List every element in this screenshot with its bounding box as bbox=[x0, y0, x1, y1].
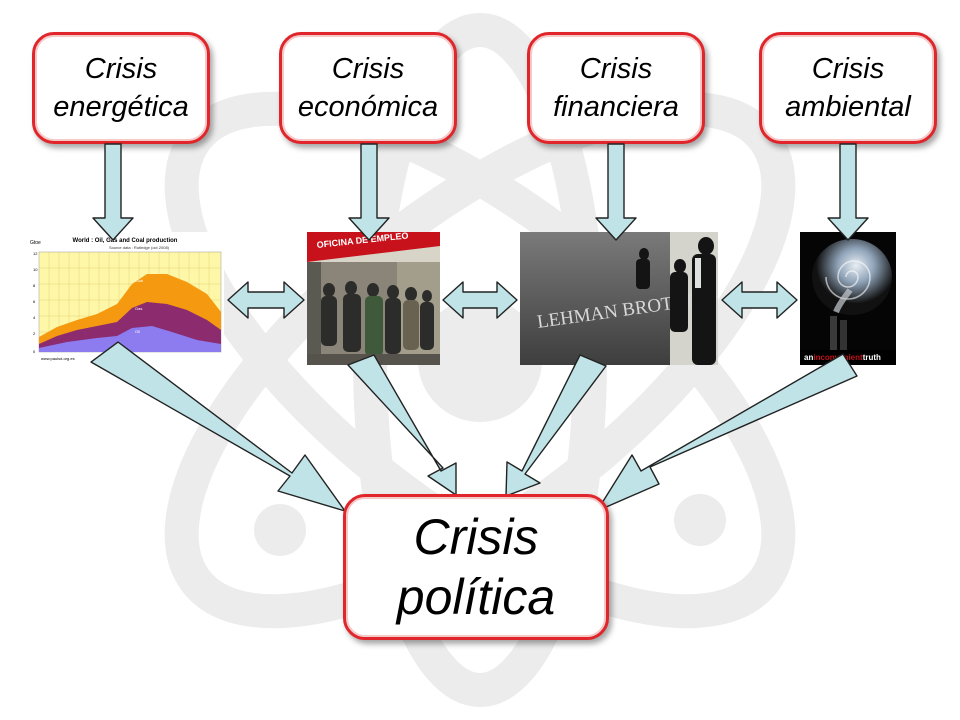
converge-arrow-ambiental bbox=[596, 353, 858, 512]
box-line2: financiera bbox=[553, 91, 679, 123]
converge-arrow-economica bbox=[347, 354, 457, 496]
coal-series-label: Coal bbox=[135, 278, 143, 283]
crisis-politica-box: Crisis política bbox=[343, 494, 609, 640]
chart-title: World : Oil, Gas and Coal production bbox=[73, 238, 178, 244]
box-line2: ambiental bbox=[785, 91, 911, 123]
down-arrow-economica bbox=[348, 143, 390, 241]
down-arrow-energetica bbox=[92, 143, 134, 241]
double-arrow-2 bbox=[442, 281, 518, 319]
employment-office-photo: OFICINA DE EMPLEO bbox=[307, 232, 440, 365]
chart-unit: Gtoe bbox=[30, 240, 41, 246]
lehman-brothers-photo: LEHMAN BROTHERS bbox=[520, 232, 718, 365]
box-line1: Crisis bbox=[413, 509, 539, 565]
box-line2: económica bbox=[297, 91, 439, 123]
converge-arrow-energetica bbox=[90, 341, 346, 512]
crisis-economica-box: Crisis económica bbox=[279, 32, 457, 144]
truth-caption-part3: truth bbox=[863, 353, 881, 362]
box-line2: política bbox=[396, 569, 556, 625]
down-arrow-financiera bbox=[595, 143, 637, 241]
crisis-ambiental-box: Crisis ambiental bbox=[759, 32, 937, 144]
box-line1: Crisis bbox=[84, 53, 158, 85]
double-arrow-1 bbox=[227, 281, 305, 319]
y-tick: 10 bbox=[33, 267, 38, 272]
production-chart-image: World : Oil, Gas and Coal production Sou… bbox=[27, 232, 224, 365]
y-tick: 6 bbox=[33, 299, 36, 304]
y-tick: 12 bbox=[33, 251, 38, 256]
oil-series-label: Oil bbox=[135, 329, 140, 334]
y-tick: 8 bbox=[33, 283, 36, 288]
box-line2: energética bbox=[53, 91, 189, 123]
inconvenient-truth-poster: aninconvenienttruth bbox=[800, 232, 896, 365]
down-arrow-ambiental bbox=[827, 143, 869, 241]
converge-arrow-financiera bbox=[505, 354, 607, 497]
chart-footer: www.paulsd.org.es bbox=[41, 356, 75, 361]
truth-caption-part1: an bbox=[804, 353, 813, 362]
crisis-financiera-box: Crisis financiera bbox=[527, 32, 705, 144]
y-tick: 0 bbox=[33, 349, 36, 354]
box-line1: Crisis bbox=[579, 53, 653, 85]
chart-source: Source data : Rutledge (oct 2008) bbox=[109, 245, 170, 250]
box-line1: Crisis bbox=[331, 53, 405, 85]
gas-series-label: Gas bbox=[135, 306, 142, 311]
y-tick: 2 bbox=[33, 331, 36, 336]
y-tick: 4 bbox=[33, 315, 36, 320]
box-line1: Crisis bbox=[811, 53, 885, 85]
crisis-energetica-box: Crisis energética bbox=[32, 32, 210, 144]
double-arrow-3 bbox=[721, 281, 798, 319]
